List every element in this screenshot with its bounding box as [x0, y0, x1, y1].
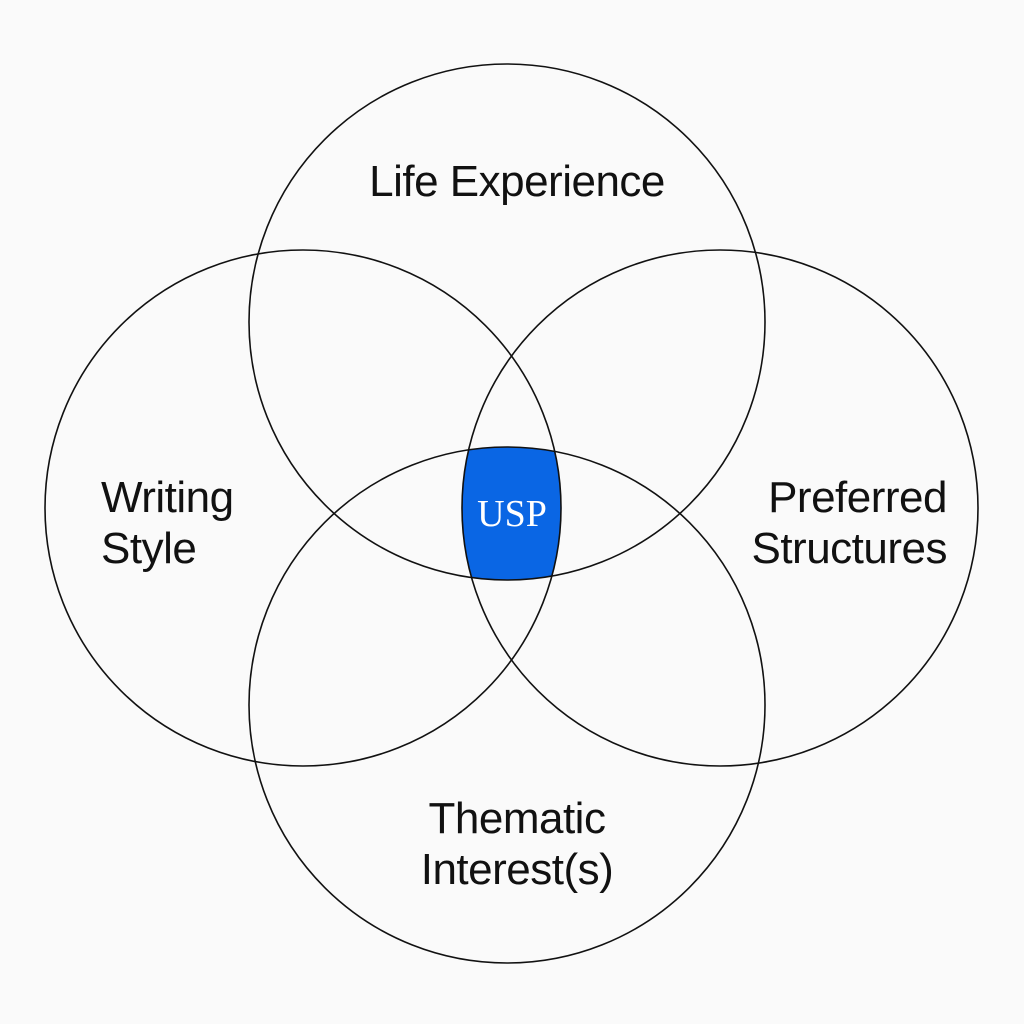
circle-preferred-structures: [461, 249, 979, 767]
usp-region: [462, 447, 561, 580]
circle-life-experience: [248, 63, 766, 581]
circle-writing-style: [44, 249, 562, 767]
label-life-experience: Life Experience: [369, 157, 665, 206]
label-preferred: Preferred: [768, 473, 947, 522]
label-interests: Interest(s): [421, 845, 614, 894]
label-writing: Writing: [101, 473, 234, 522]
label-structures: Structures: [751, 524, 947, 573]
label-style: Style: [101, 524, 196, 573]
circle-thematic-interests: [248, 446, 766, 964]
usp-label: USP: [477, 493, 547, 535]
label-thematic: Thematic: [429, 794, 606, 843]
